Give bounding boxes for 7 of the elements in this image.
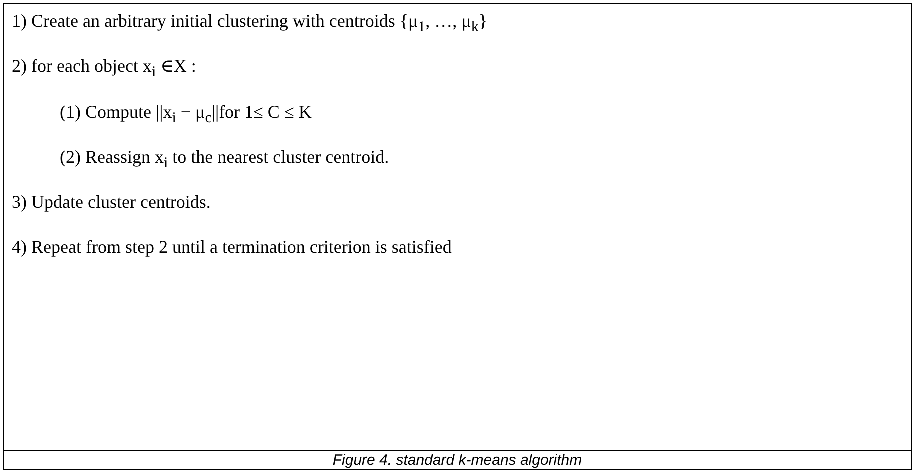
step-text: 1) Create an arbitrary initial clustering with centroids {μ$_{1}$, …, μ$_{k}$}: [12, 10, 488, 38]
step-text: (2) Reassign x$_{i}$ to the nearest cluster centroid.: [60, 146, 390, 174]
step-text: 2) for each object x$_{i}$ ∈X :: [12, 55, 196, 83]
step-text: 3) Update cluster centroids.: [12, 191, 211, 213]
step-text: 4) Repeat from step 2 until a termination criterion is satisfied: [12, 236, 452, 258]
step-text: (1) Compute ||x$_{i}$ − μ$_{c}$||for 1≤ C ≤ K: [60, 101, 312, 129]
figure-caption: Figure 4. standard k-means algorithm: [332, 451, 584, 470]
